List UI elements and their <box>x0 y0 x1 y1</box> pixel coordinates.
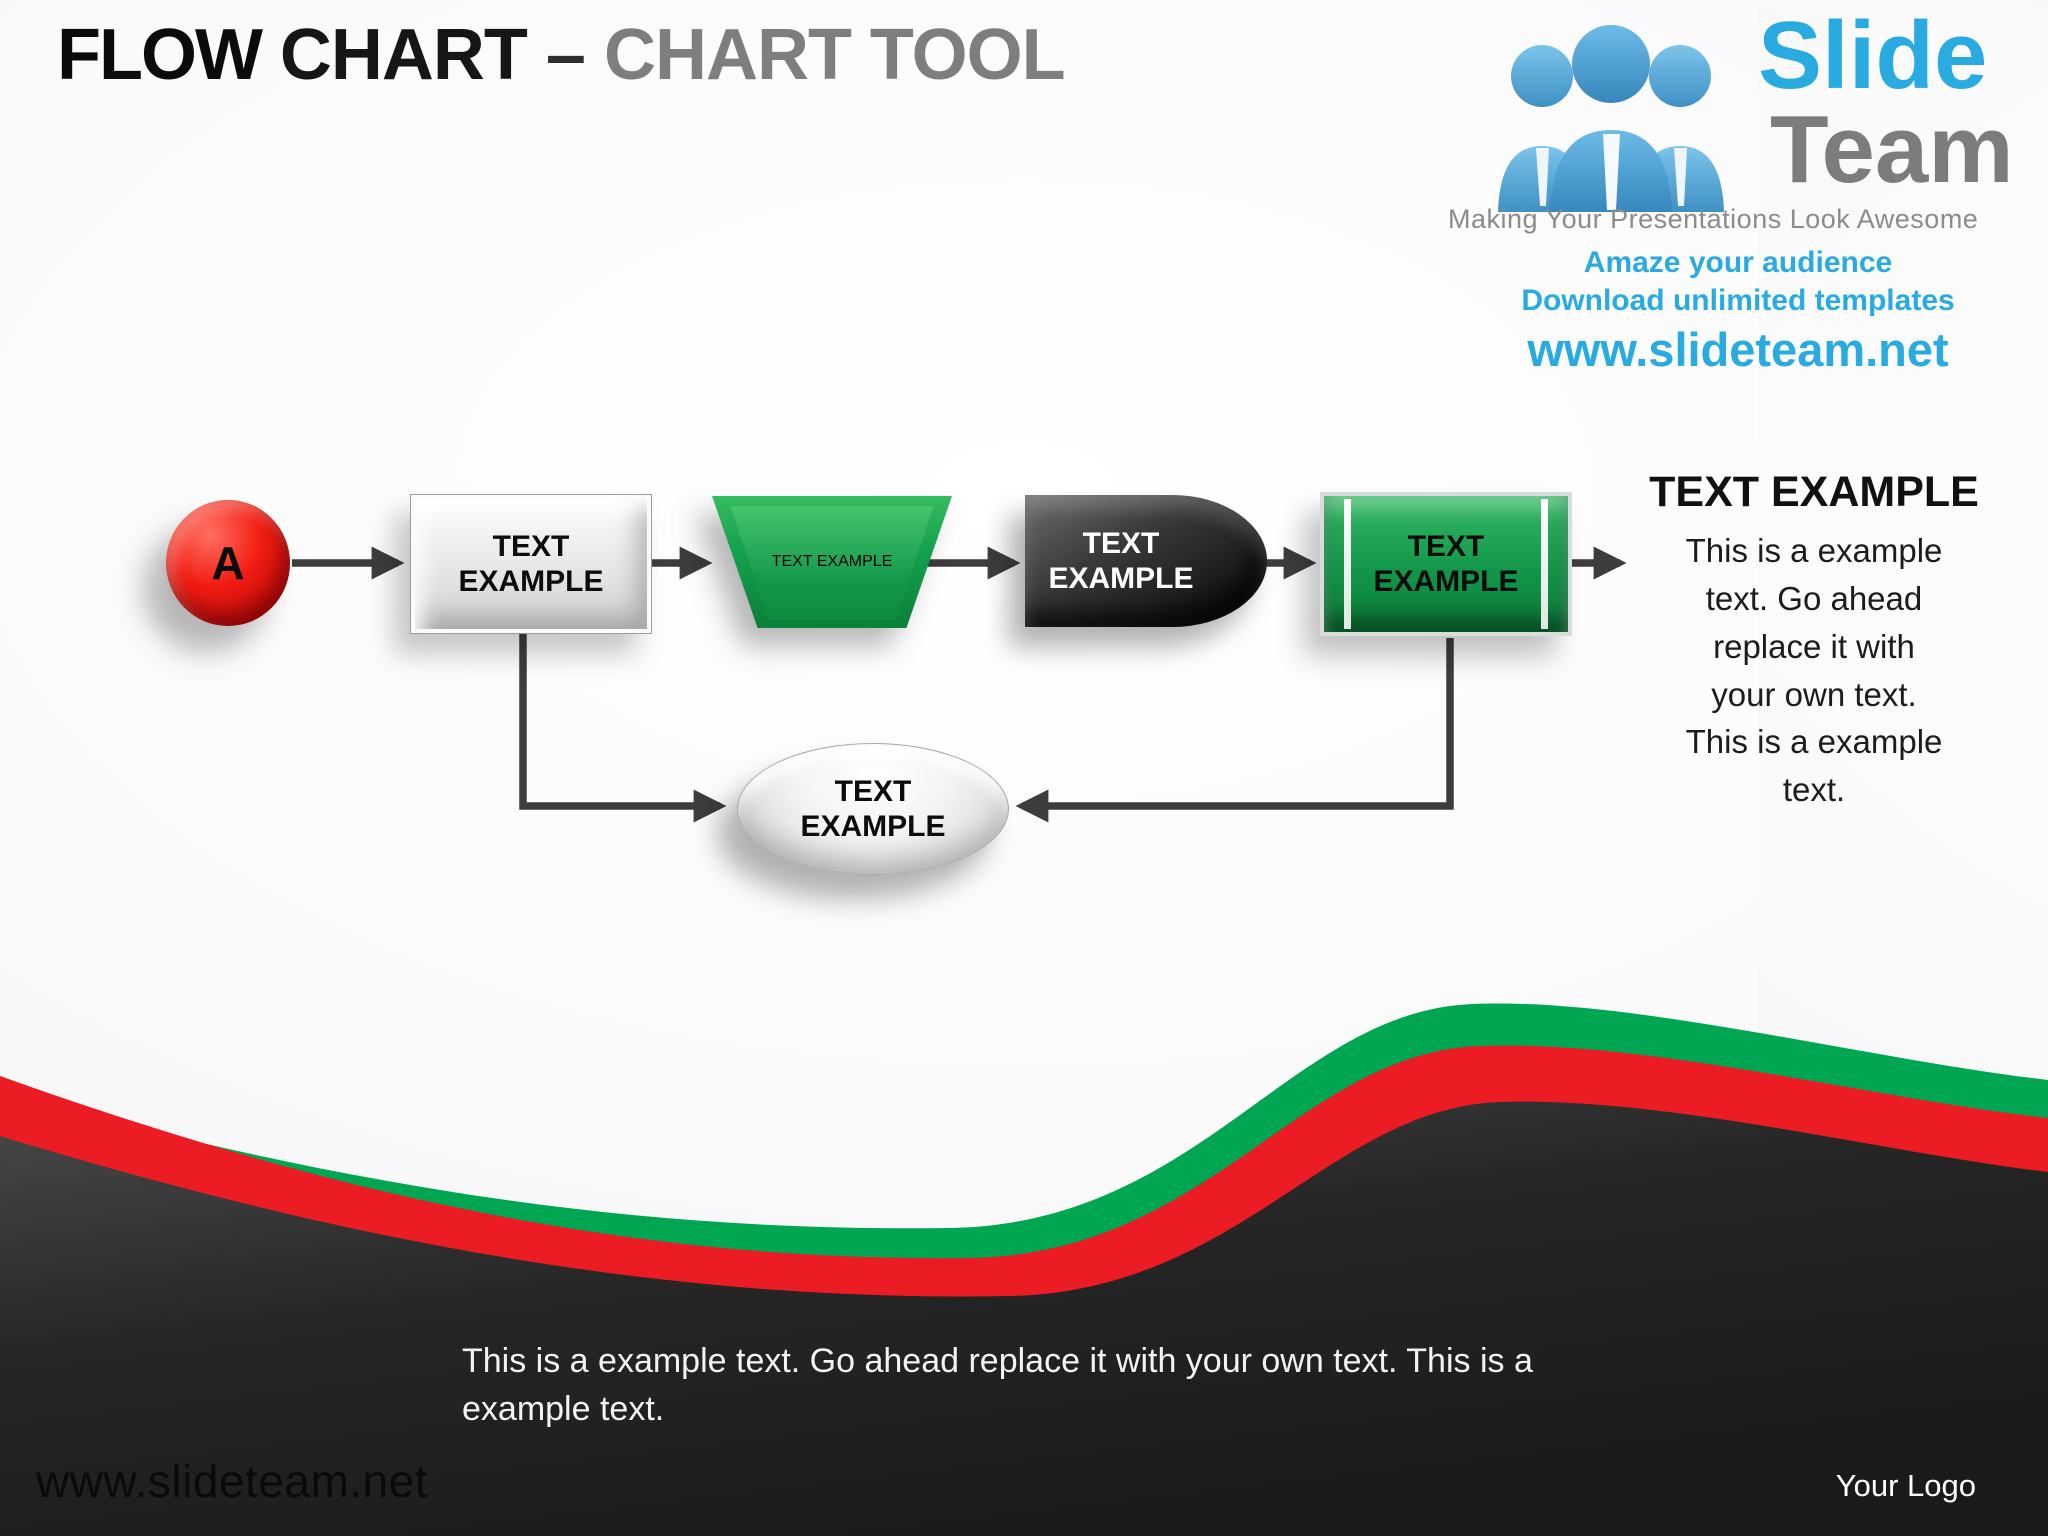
terminator-node[interactable]: TEXT EXAMPLE <box>737 743 1009 875</box>
annotation-block[interactable]: TEXT EXAMPLE This is a example text. Go … <box>1628 468 2000 814</box>
title-primary: FLOW <box>57 15 263 95</box>
start-node[interactable]: A <box>166 500 290 626</box>
vendor-promo-line-1: Amaze your audience <box>1583 246 1893 279</box>
predefined-left-stripe <box>1344 499 1351 629</box>
vendor-promo-line-2: Download unlimited templates <box>1521 284 1955 317</box>
title-secondary: CHART <box>260 15 528 95</box>
annotation-body: This is a example text. Go ahead replace… <box>1685 532 1943 809</box>
wave-dark <box>0 1101 2048 1536</box>
footer-note[interactable]: This is a example text. Go ahead replace… <box>462 1342 1533 1428</box>
your-logo-placeholder: Your Logo <box>1835 1468 1976 1503</box>
predefined-right-stripe <box>1541 499 1548 629</box>
predefined-process-node[interactable]: TEXT EXAMPLE <box>1320 492 1572 636</box>
footer-site-url: www.slideteam.net <box>36 1455 428 1507</box>
trapezoid-shape: TEXT EXAMPLE <box>712 496 952 628</box>
vendor-url: www.slideteam.net <box>1527 323 1949 376</box>
annotation-title: TEXT EXAMPLE <box>1649 468 1979 516</box>
person-center-icon <box>1550 25 1672 212</box>
people-icon <box>1498 25 1724 212</box>
predefined-node-label: TEXT EXAMPLE <box>1373 529 1519 598</box>
page-title: FLOW CHART – CHART TOOL <box>57 15 1066 95</box>
title-tertiary: CHART TOOL <box>603 15 1066 95</box>
trapezoid-node-label: TEXT EXAMPLE <box>771 553 893 570</box>
delay-node-label: TEXT EXAMPLE <box>1048 526 1194 595</box>
process-node-label: TEXT EXAMPLE <box>458 529 604 598</box>
trapezoid-node[interactable]: TEXT EXAMPLE <box>712 496 952 628</box>
delay-node[interactable]: TEXT EXAMPLE <box>1025 495 1267 627</box>
brand-team: Team <box>1770 96 2014 203</box>
process-node[interactable]: TEXT EXAMPLE <box>410 494 652 634</box>
start-node-label: A <box>211 536 245 589</box>
title-dash: – <box>526 15 604 95</box>
terminator-node-label: TEXT EXAMPLE <box>800 774 946 843</box>
vendor-tagline: Making Your Presentations Look Awesome <box>1448 204 1979 234</box>
